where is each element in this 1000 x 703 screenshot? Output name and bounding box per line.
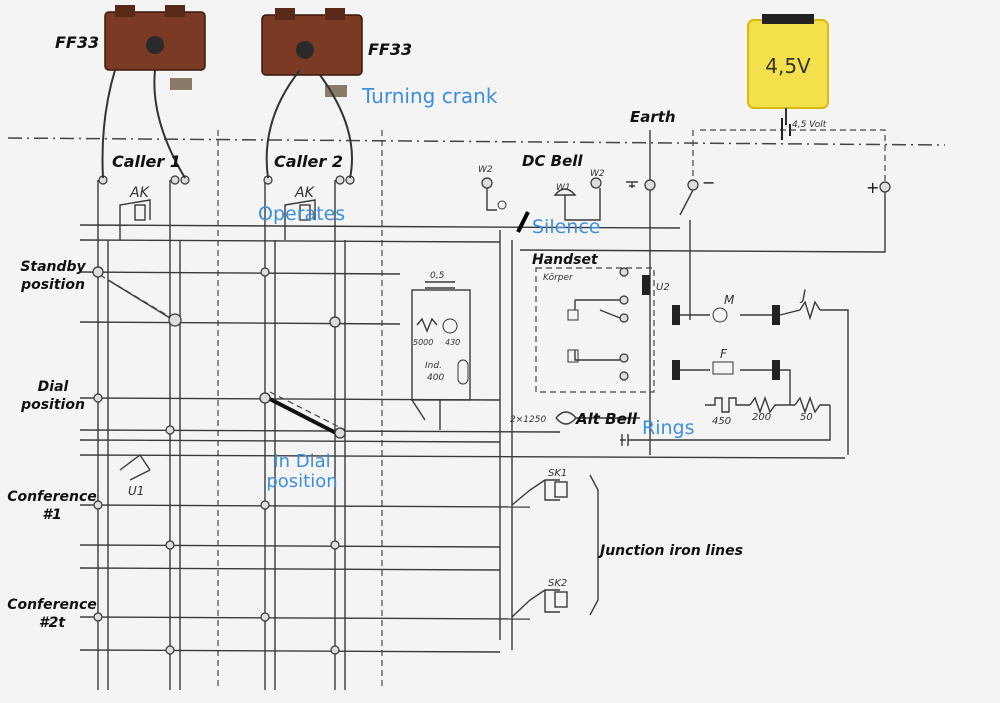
dial-label: Dial position bbox=[21, 379, 85, 413]
alt-bell-chain bbox=[555, 395, 831, 446]
ak-2-mark: AK bbox=[294, 185, 316, 201]
j-mark: J bbox=[799, 288, 806, 304]
ff33-label-1: FF33 bbox=[55, 33, 99, 52]
alt-bell-label: Alt Bell bbox=[575, 410, 638, 428]
earth-battery-circuit bbox=[519, 118, 891, 455]
ff33-phone-1 bbox=[101, 5, 206, 179]
top-rail bbox=[7, 137, 946, 146]
ff33-phone-2 bbox=[261, 8, 363, 179]
coil-mark: 2×1250 bbox=[510, 415, 546, 425]
sk2-mark: SK2 bbox=[548, 578, 567, 589]
vertical-bus-lines bbox=[97, 180, 513, 690]
s-box bbox=[411, 281, 471, 430]
in-dial-label: In Dial position bbox=[266, 451, 338, 492]
handset-label: Handset bbox=[532, 252, 599, 268]
m-mark: M bbox=[724, 293, 735, 307]
ak-relay-1 bbox=[119, 199, 151, 240]
junction-label: Junction iron lines bbox=[597, 543, 743, 559]
conference1-label: Conference #1 bbox=[7, 489, 97, 523]
battery-icon bbox=[747, 14, 829, 125]
caller1-label: Caller 1 bbox=[112, 152, 181, 171]
dc-bell-label: DC Bell bbox=[522, 152, 583, 170]
ind-mark: Ind. bbox=[425, 361, 442, 371]
standby-link-solid bbox=[107, 279, 171, 319]
volt-mark: 4,5 Volt bbox=[792, 120, 827, 130]
junction-nodes bbox=[92, 266, 346, 655]
s2-res-mark: 430 bbox=[445, 338, 460, 347]
caller2-label: Caller 2 bbox=[274, 152, 343, 171]
sk-relays bbox=[511, 474, 599, 618]
caller-terminals bbox=[98, 175, 355, 185]
f-mark: F bbox=[720, 347, 728, 361]
battery-label: 4,5V bbox=[765, 54, 811, 78]
standby-label: Standby position bbox=[20, 259, 86, 293]
r50-mark: 50 bbox=[800, 412, 813, 423]
minus-sign: − bbox=[702, 173, 715, 192]
r450-mark: 450 bbox=[712, 416, 731, 427]
earth-label: Earth bbox=[630, 108, 676, 126]
body-mark: Körper bbox=[543, 273, 574, 283]
w2-right-mark: W2 bbox=[590, 169, 605, 179]
ak-relay-2 bbox=[284, 199, 316, 240]
u1-mark: U1 bbox=[128, 484, 144, 498]
plus-sign: + bbox=[866, 178, 879, 197]
horizontal-bus-lines bbox=[79, 224, 846, 653]
operates-label: Operates bbox=[258, 203, 345, 225]
w2-left-mark: W2 bbox=[478, 165, 493, 175]
ind-val-mark: 400 bbox=[427, 373, 444, 383]
w1-mark: W1 bbox=[556, 183, 571, 193]
u2-mark: U2 bbox=[656, 282, 670, 293]
handset-box bbox=[535, 267, 849, 455]
sk1-mark: SK1 bbox=[548, 468, 567, 479]
dial-link bbox=[261, 393, 341, 437]
conference2-label: Conference #2t bbox=[7, 597, 97, 631]
rings-label: Rings bbox=[642, 417, 694, 439]
dial-link-dashed bbox=[269, 391, 346, 431]
ak-1-mark: AK bbox=[129, 185, 151, 201]
u1-relay-left bbox=[119, 453, 151, 481]
silence-label: Silence bbox=[532, 216, 601, 238]
r200-mark: 200 bbox=[752, 412, 771, 423]
s1-res-mark: 5000 bbox=[413, 338, 433, 347]
turning-crank-label: Turning crank bbox=[361, 84, 498, 108]
ff33-label-2: FF33 bbox=[368, 40, 412, 59]
dc-bell-area bbox=[481, 177, 602, 221]
silence-switch bbox=[516, 211, 530, 233]
cap-mark: 0,5 bbox=[430, 271, 445, 281]
